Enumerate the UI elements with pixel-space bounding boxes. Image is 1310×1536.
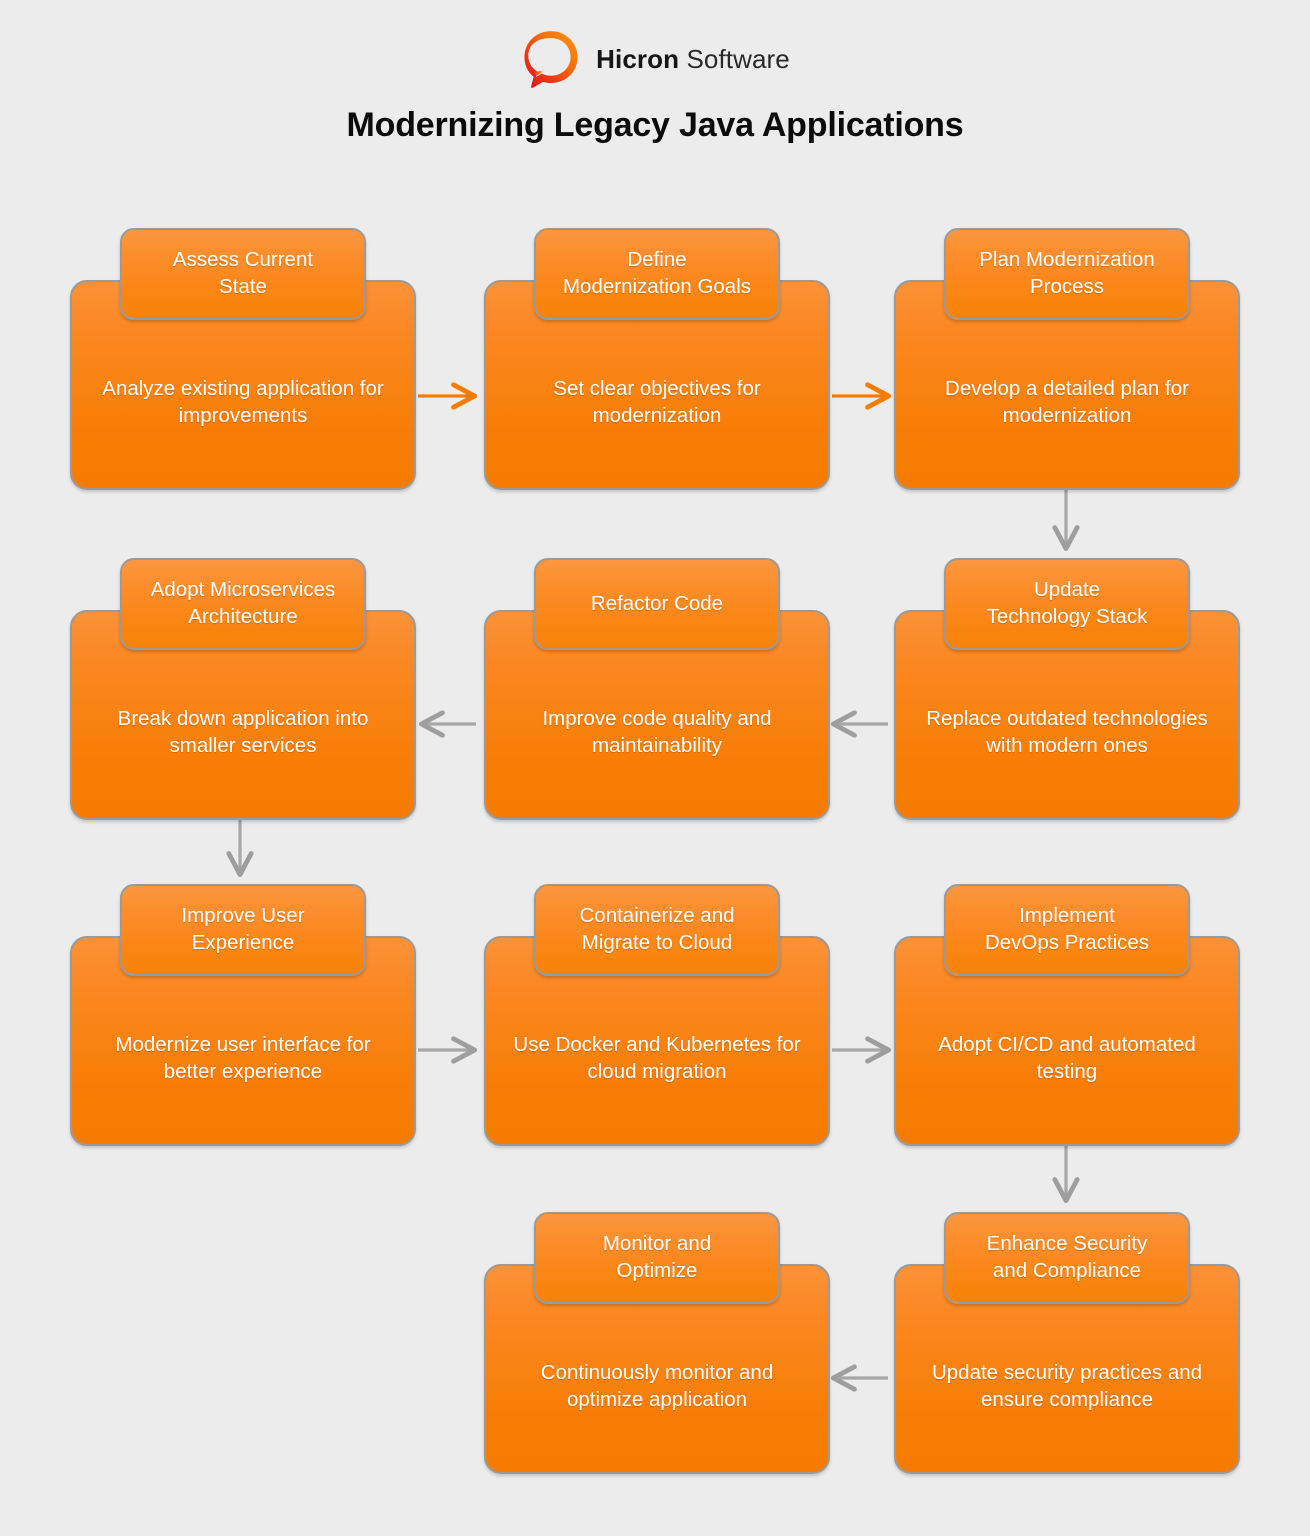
flow-node-n6[interactable]: Break down application into smaller serv… xyxy=(70,558,416,820)
flow-node-title: Refactor Code xyxy=(590,591,724,615)
flow-node-description: Use Docker and Kubernetes for cloud migr… xyxy=(513,1032,801,1083)
flow-node-description: Improve code quality and maintainability xyxy=(542,706,772,757)
flow-node-description: Continuously monitor and optimize applic… xyxy=(540,1360,774,1411)
hicron-ring-logo-icon xyxy=(520,28,582,90)
flow-node-n4[interactable]: Replace outdated technologies with moder… xyxy=(894,558,1240,820)
flow-node-n10[interactable]: Update security practices and ensure com… xyxy=(894,1212,1240,1474)
flow-node-n5[interactable]: Improve code quality and maintainability… xyxy=(484,558,830,820)
page-title: Modernizing Legacy Java Applications xyxy=(346,106,964,144)
flow-node-n11[interactable]: Continuously monitor and optimize applic… xyxy=(484,1212,830,1474)
flow-node-description: Modernize user interface for better expe… xyxy=(115,1032,371,1083)
flow-node-n3[interactable]: Develop a detailed plan for modernizatio… xyxy=(894,228,1240,490)
flow-node-description: Analyze existing application for improve… xyxy=(102,376,384,427)
flow-node-description: Develop a detailed plan for modernizatio… xyxy=(945,376,1189,427)
flow-node-description: Adopt CI/CD and automated testing xyxy=(938,1032,1196,1083)
flow-node-header[interactable]: Refactor Code xyxy=(534,558,780,650)
flow-node-n2[interactable]: Set clear objectives for modernization De… xyxy=(484,228,830,490)
flow-node-description: Set clear objectives for modernization xyxy=(553,376,761,427)
flow-node-n1[interactable]: Analyze existing application for improve… xyxy=(70,228,416,490)
flow-node-n8[interactable]: Use Docker and Kubernetes for cloud migr… xyxy=(484,884,830,1146)
flow-node-description: Replace outdated technologies with moder… xyxy=(926,706,1208,757)
flow-node-description: Update security practices and ensure com… xyxy=(931,1360,1203,1411)
brand-name-bold: Hicron xyxy=(596,43,680,74)
brand-header: Hicron Software xyxy=(0,28,1310,90)
brand-wordmark: Hicron Software xyxy=(596,44,790,75)
flow-node-n7[interactable]: Modernize user interface for better expe… xyxy=(70,884,416,1146)
brand-name-light: Software xyxy=(686,43,790,74)
flow-node-description: Break down application into smaller serv… xyxy=(117,706,369,757)
flow-node-n9[interactable]: Adopt CI/CD and automated testing Impleme… xyxy=(894,884,1240,1146)
